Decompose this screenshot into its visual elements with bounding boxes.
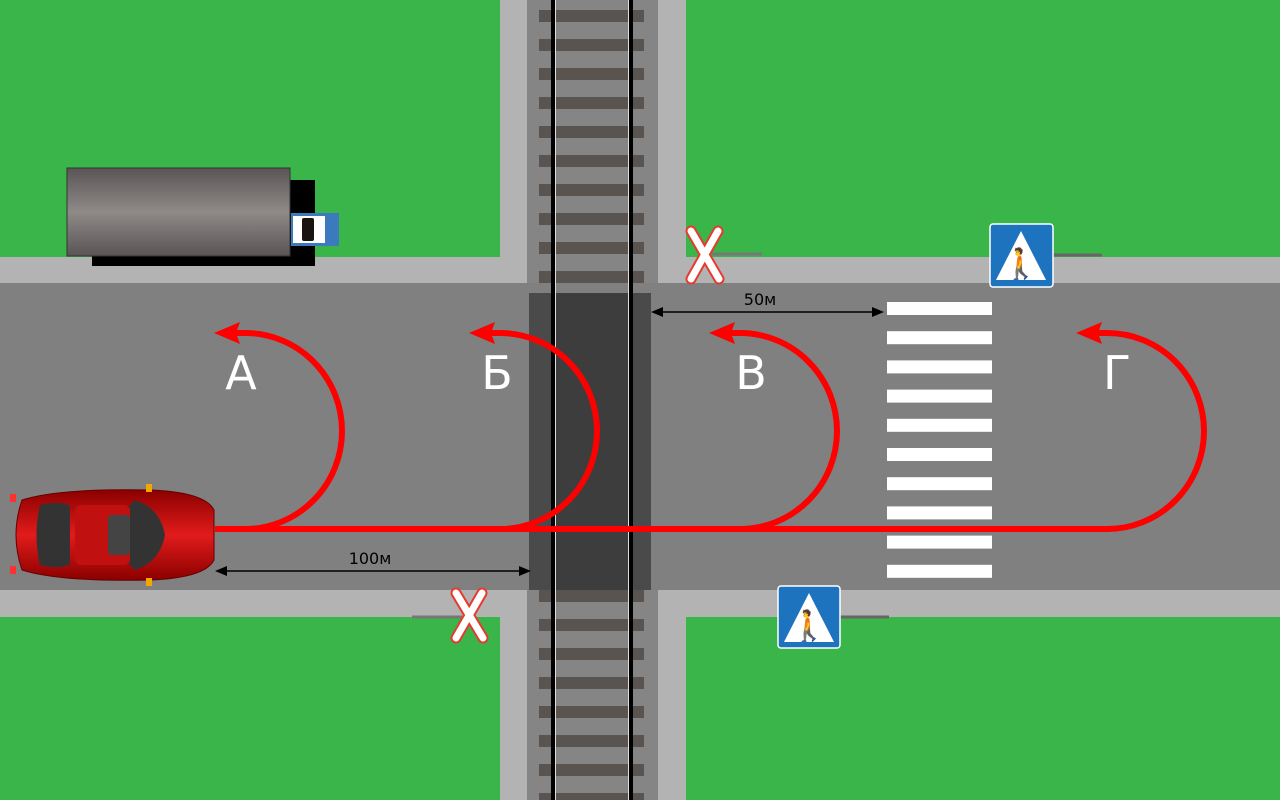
svg-text:🚶: 🚶 (790, 608, 827, 644)
maneuver-label-b: Б (481, 346, 513, 400)
sleeper (539, 242, 644, 254)
sleeper (539, 271, 644, 283)
crosswalk-stripe (887, 564, 992, 578)
sleeper (539, 68, 644, 80)
crosswalk-stripe (887, 331, 992, 345)
sleeper (539, 677, 644, 689)
crosswalk-stripe (887, 477, 992, 491)
car-icon (10, 484, 215, 586)
crosswalk-stripe (887, 418, 992, 432)
sleeper (539, 126, 644, 138)
railway-sleepers (539, 10, 644, 800)
sleeper (539, 735, 644, 747)
sleeper (539, 793, 644, 800)
u-turn-arrow-a (232, 330, 345, 532)
crosswalk-stripe (887, 389, 992, 403)
sleeper (539, 648, 644, 660)
sleeper (539, 764, 644, 776)
crosswalk-stripe (887, 535, 992, 549)
sleeper (539, 184, 644, 196)
pedestrian-crosswalk (887, 302, 992, 578)
crosswalk-stripe (887, 302, 992, 315)
svg-text:🚶: 🚶 (1002, 246, 1039, 282)
railway-rails (551, 0, 633, 800)
pedestrian-crossing-sign-icon: 🚶 (989, 223, 1102, 288)
sleeper (539, 10, 644, 22)
railway-crossing-cross-icon (685, 225, 762, 285)
bus-stop-sign-icon (291, 213, 339, 246)
sleeper (539, 155, 644, 167)
dimension-50m-label: 50м (744, 290, 776, 309)
u-turn-arrow-g (1094, 330, 1207, 532)
dimension-100m: 100м (215, 549, 531, 576)
sleeper (539, 619, 644, 631)
u-turn-arrow-v (727, 330, 840, 532)
u-turn-arrow-b (487, 330, 600, 532)
sleeper (539, 706, 644, 718)
crosswalk-stripe (887, 360, 992, 374)
route-arrows (215, 330, 1207, 532)
sleeper (539, 213, 644, 225)
railway-crossing-cross-icon (412, 587, 489, 644)
bus-icon (66, 167, 315, 266)
crosswalk-stripe (887, 448, 992, 461)
sleeper (539, 39, 644, 51)
crossing-deck-center (555, 293, 629, 590)
dimension-50m: 50м (651, 290, 884, 317)
maneuver-label-v: В (735, 346, 767, 400)
arrowheads (214, 322, 1102, 344)
sleeper (539, 97, 644, 109)
maneuver-label-g: Г (1103, 346, 1131, 400)
sleeper (539, 590, 644, 602)
dimension-100m-label: 100м (349, 549, 392, 568)
crosswalk-stripe (887, 506, 992, 520)
pedestrian-crossing-sign-icon: 🚶 (777, 585, 889, 649)
maneuver-label-a: А (225, 346, 257, 400)
